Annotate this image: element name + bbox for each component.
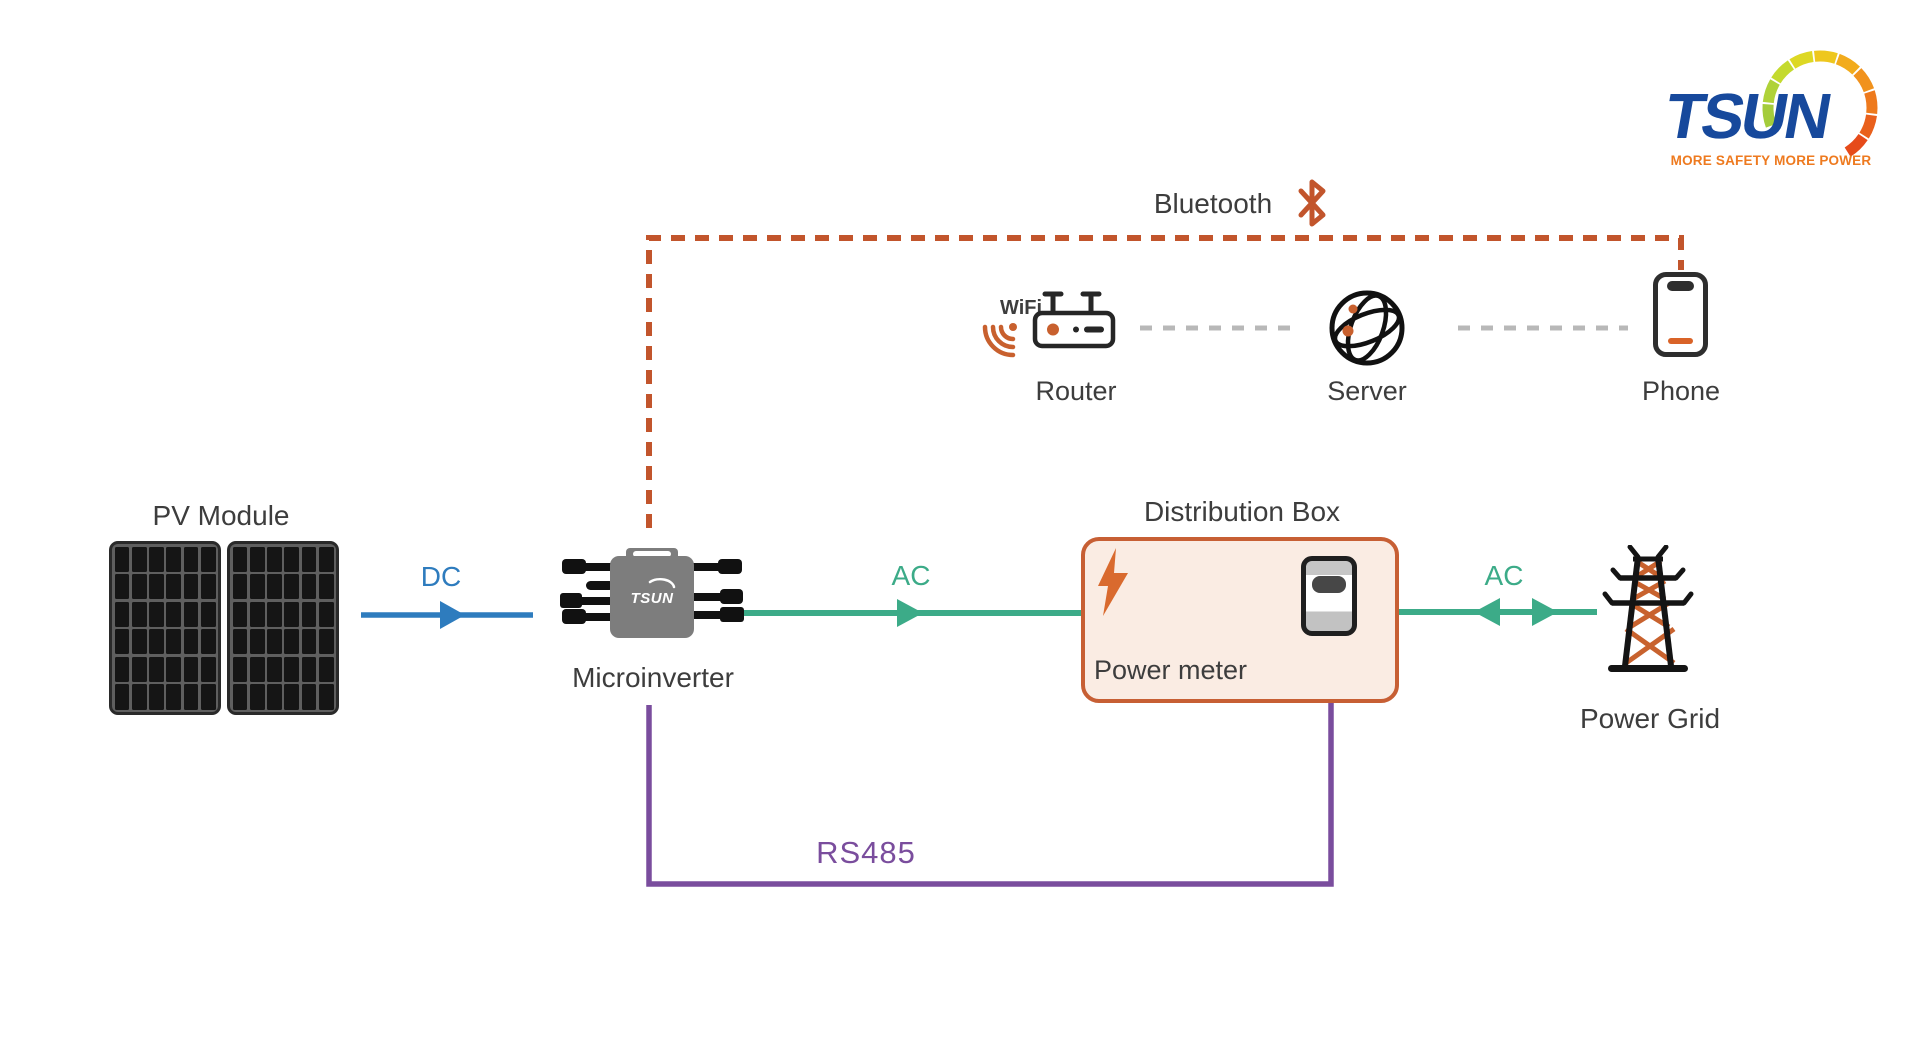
tsun-logo-wordmark: TSUN [1659, 80, 1835, 152]
router-label: Router [1035, 376, 1117, 406]
ac-right-label: AC [1484, 560, 1524, 591]
tsun-logo-arc [1762, 50, 1878, 157]
microinverter-icon: TSUN [560, 548, 744, 638]
phone-label: Phone [1641, 376, 1721, 406]
tsun-logo-tagline: MORE SAFETY MORE POWER [1670, 153, 1872, 168]
dc-label: DC [420, 561, 462, 592]
wifi-waves-icon [982, 323, 1017, 358]
arc-seg [1762, 79, 1780, 104]
arc-seg [1814, 50, 1838, 64]
power-meter-icon [1301, 556, 1357, 636]
wifi-label: WiFi [1000, 297, 1043, 319]
power-meter-label: Power meter [1094, 655, 1248, 685]
rs485-label: RS485 [816, 835, 916, 870]
arc-seg [1864, 90, 1878, 114]
arc-seg [1859, 114, 1877, 139]
phone-notch [1667, 281, 1694, 291]
ac-left-label: AC [891, 560, 931, 591]
ac-right-arrowhead-left [1474, 598, 1500, 626]
arc-seg [1762, 104, 1777, 128]
distribution-box-label: Distribution Box [1143, 496, 1341, 527]
arc-seg [1789, 51, 1814, 69]
server-globe-icon [1329, 290, 1405, 366]
bluetooth-label: Bluetooth [1153, 188, 1273, 219]
arc-seg [1771, 60, 1795, 84]
lightning-icon [1098, 548, 1128, 616]
router-icon [1032, 291, 1116, 349]
solar-panel-icon [109, 541, 221, 715]
arc-seg [1835, 53, 1860, 75]
pv-module-label: PV Module [152, 500, 290, 531]
arc-seg [1844, 133, 1868, 157]
microinverter-brand-text: TSUN [631, 590, 675, 607]
microinverter-label: Microinverter [572, 662, 734, 693]
phone-icon [1653, 272, 1708, 357]
power-grid-tower-icon [1602, 545, 1694, 672]
dc-arrowhead [440, 601, 465, 629]
ac-left-arrowhead [897, 599, 923, 627]
arc-seg [1853, 68, 1875, 93]
ac-right-arrowhead-right [1532, 598, 1558, 626]
server-label: Server [1327, 376, 1407, 406]
power-meter-display [1312, 576, 1346, 593]
bluetooth-icon [1298, 179, 1326, 227]
solar-panel-icon [227, 541, 339, 715]
bluetooth-dashed-line [646, 235, 1684, 528]
phone-homebar [1668, 338, 1693, 344]
power-grid-label: Power Grid [1579, 703, 1721, 734]
